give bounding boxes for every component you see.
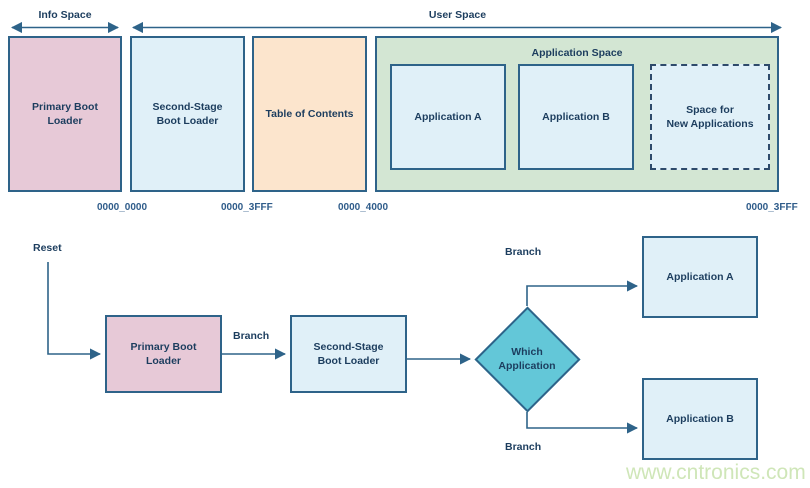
flow-node-primary-boot-loader: Primary Boot Loader <box>105 315 222 393</box>
flow-node-application-b: Application B <box>642 378 758 460</box>
address-label-0000-3fff-low: 0000_3FFF <box>221 202 273 213</box>
connector-decision-to-application-b <box>526 412 639 434</box>
address-label-0000-4000: 0000_4000 <box>338 202 389 213</box>
flow-node-label: Which Application <box>498 345 556 372</box>
info-space-label: Info Space <box>38 9 92 21</box>
app-slot-label: Application A <box>414 110 482 123</box>
flow-node-label: Application A <box>666 270 734 283</box>
app-slot-application-b: Application B <box>518 64 634 170</box>
branch-label-to-application-b: Branch <box>505 441 542 453</box>
app-slot-label: Space for New Applications <box>666 103 754 130</box>
app-slot-application-a: Application A <box>390 64 506 170</box>
connector-decision-to-application-a <box>526 280 639 306</box>
app-slot-space-for-new-applications: Space for New Applications <box>650 64 770 170</box>
memory-region-label: Table of Contents <box>265 107 354 120</box>
memory-region-table-of-contents: Table of Contents <box>252 36 367 192</box>
watermark: www.cntronics.com <box>626 461 806 484</box>
user-space-label: User Space <box>428 9 487 21</box>
memory-region-second-stage-boot-loader: Second-Stage Boot Loader <box>130 36 245 192</box>
flow-node-application-a: Application A <box>642 236 758 318</box>
branch-label-to-application-a: Branch <box>505 246 542 258</box>
memory-region-label: Primary Boot Loader <box>32 100 98 127</box>
flow-node-label: Primary Boot Loader <box>130 340 197 367</box>
flow-node-which-application: Which Application <box>473 305 581 413</box>
flow-node-label: Second-Stage Boot Loader <box>313 340 384 367</box>
flow-node-second-stage-boot-loader: Second-Stage Boot Loader <box>290 315 407 393</box>
address-label-0000-0000: 0000_0000 <box>97 202 148 213</box>
flow-node-label: Application B <box>666 412 734 425</box>
address-label-0000-3fff-high: 0000_3FFF <box>746 202 798 213</box>
application-space-title: Application Space <box>531 47 623 59</box>
flow-node-reset: Reset <box>33 242 62 254</box>
memory-region-application-space: Application Space Application A Applicat… <box>375 36 779 192</box>
app-slot-label: Application B <box>542 110 610 123</box>
memory-region-label: Second-Stage Boot Loader <box>152 100 223 127</box>
connector-reset-to-primary <box>47 262 102 360</box>
branch-label-primary-to-second: Branch <box>233 330 270 342</box>
memory-region-primary-boot-loader: Primary Boot Loader <box>8 36 122 192</box>
